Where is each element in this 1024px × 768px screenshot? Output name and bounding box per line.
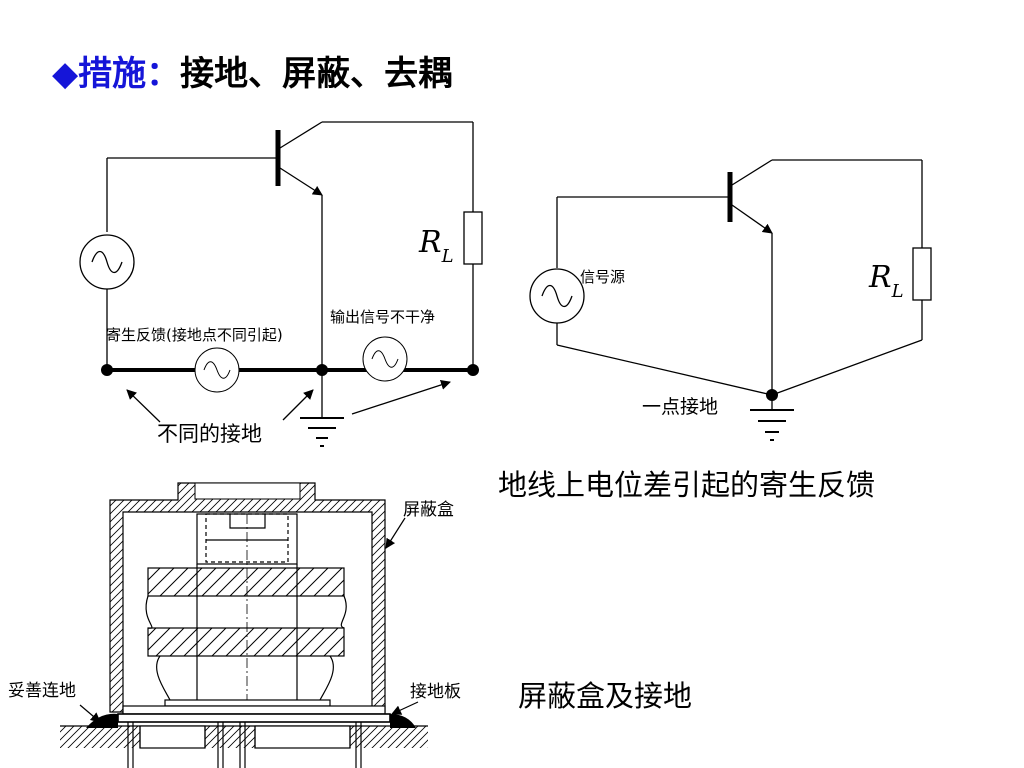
- pointer-arrow-icon: [391, 701, 419, 715]
- signal-source-label: 信号源: [580, 268, 625, 286]
- title-prefix: 措施：: [78, 54, 181, 94]
- pointer-arrow-icon: [385, 517, 406, 549]
- pointer-arrow-icon: [282, 389, 314, 421]
- shield-caption: 屏蔽盒及接地: [518, 679, 693, 713]
- circuit-right: [529, 159, 932, 441]
- proper-ground-label: 妥善连地: [8, 681, 76, 701]
- load-ground-wire: [771, 339, 923, 396]
- sine-icon: [91, 250, 123, 274]
- right-load-label: RL: [868, 260, 904, 302]
- single-point-ground-label: 一点接地: [642, 396, 718, 418]
- sine-icon: [371, 350, 399, 368]
- feedback-label: 寄生反馈(接地点不同引起): [106, 326, 283, 344]
- load-resistor-icon: [463, 211, 483, 265]
- solder-blob-right: [390, 714, 416, 728]
- page-title: ◆措施：接地、屏蔽、去耦: [52, 46, 452, 95]
- emitter-arrow-icon: [279, 167, 323, 196]
- title-bullet-icon: ◆: [52, 54, 79, 94]
- node-dot: [101, 364, 113, 376]
- right-circuit-caption: 地线上电位差引起的寄生反馈: [498, 468, 876, 502]
- circuit-left: [79, 121, 483, 447]
- shield-box-drawing: [60, 482, 428, 768]
- node-dot: [467, 364, 479, 376]
- node-dot: [316, 364, 328, 376]
- different-ground-label: 不同的接地: [157, 422, 262, 446]
- collector-lead: [279, 121, 323, 149]
- coil-winding-upper: [147, 567, 345, 597]
- pointer-arrow-icon: [126, 389, 161, 423]
- output-label: 输出信号不干净: [330, 308, 435, 326]
- source-ground-wire: [556, 344, 773, 396]
- sine-icon: [541, 284, 573, 308]
- circuit-left-nodes: [101, 364, 479, 376]
- coil-winding-lower: [147, 627, 345, 657]
- collector-lead: [731, 159, 773, 186]
- solder-blob-left: [86, 713, 118, 728]
- pointer-arrow-icon: [351, 380, 451, 415]
- load-resistor-icon: [912, 247, 932, 301]
- ground-plate: [117, 713, 391, 723]
- single-point-ground-dot: [766, 389, 778, 401]
- left-load-label: RL: [418, 225, 454, 267]
- shield-box-label: 屏蔽盒: [403, 500, 454, 520]
- emitter-arrow-icon: [731, 204, 773, 234]
- title-text: 接地、屏蔽、去耦: [180, 54, 453, 94]
- ground-plate-label: 接地板: [410, 682, 461, 702]
- sine-icon: [203, 361, 231, 379]
